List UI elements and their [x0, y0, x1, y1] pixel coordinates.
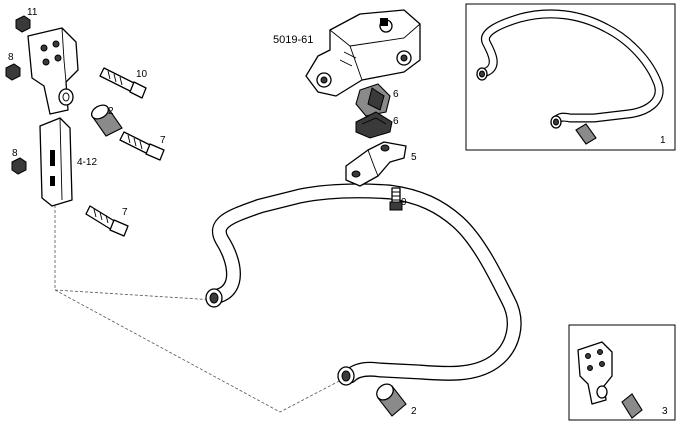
callout-11: 11	[27, 7, 38, 18]
stabilizer-bar-main	[205, 183, 522, 386]
callout-5: 5	[411, 152, 417, 163]
callout-2-upper: 2	[108, 106, 114, 117]
callout-6-upper: 6	[393, 89, 399, 100]
reference-number: 5019-61	[273, 34, 313, 46]
callout-4-12: 4-12	[77, 157, 97, 168]
bushing-2-lower	[376, 383, 407, 417]
clamp-5	[345, 141, 407, 187]
callout-7-upper: 7	[160, 135, 166, 146]
callout-10: 10	[136, 69, 148, 80]
leader-lines	[54, 205, 346, 413]
nut-11	[15, 15, 31, 33]
callout-8-upper: 8	[8, 52, 14, 63]
bracket-plate-4-12	[39, 117, 73, 207]
bolt-7-upper	[119, 131, 165, 161]
inset-frame-3	[568, 324, 676, 421]
bushing-2-upper	[90, 104, 123, 137]
inset-frame-1	[465, 3, 676, 151]
callouts: 5019-61 11 8 10 2 7 8 4-12 7 6 6 5 9 2 1…	[8, 7, 668, 417]
bolt-9	[389, 187, 403, 211]
callout-7-lower: 7	[122, 207, 128, 218]
bolt-10	[99, 67, 147, 99]
nut-8-upper	[5, 63, 21, 81]
callout-6-lower: 6	[393, 116, 399, 127]
rubber-half-6-upper	[355, 83, 391, 117]
callout-8-lower: 8	[12, 148, 18, 159]
inset-3-label: 3	[662, 406, 668, 417]
frame-bracket	[305, 9, 421, 97]
nut-8-lower	[11, 157, 27, 175]
callout-2-lower: 2	[411, 406, 417, 417]
inset-1-label: 1	[660, 135, 666, 146]
callout-9: 9	[401, 197, 407, 208]
rubber-half-6-lower	[355, 111, 393, 139]
bolt-7-lower	[85, 205, 129, 237]
mounting-bracket-upper	[27, 27, 79, 115]
